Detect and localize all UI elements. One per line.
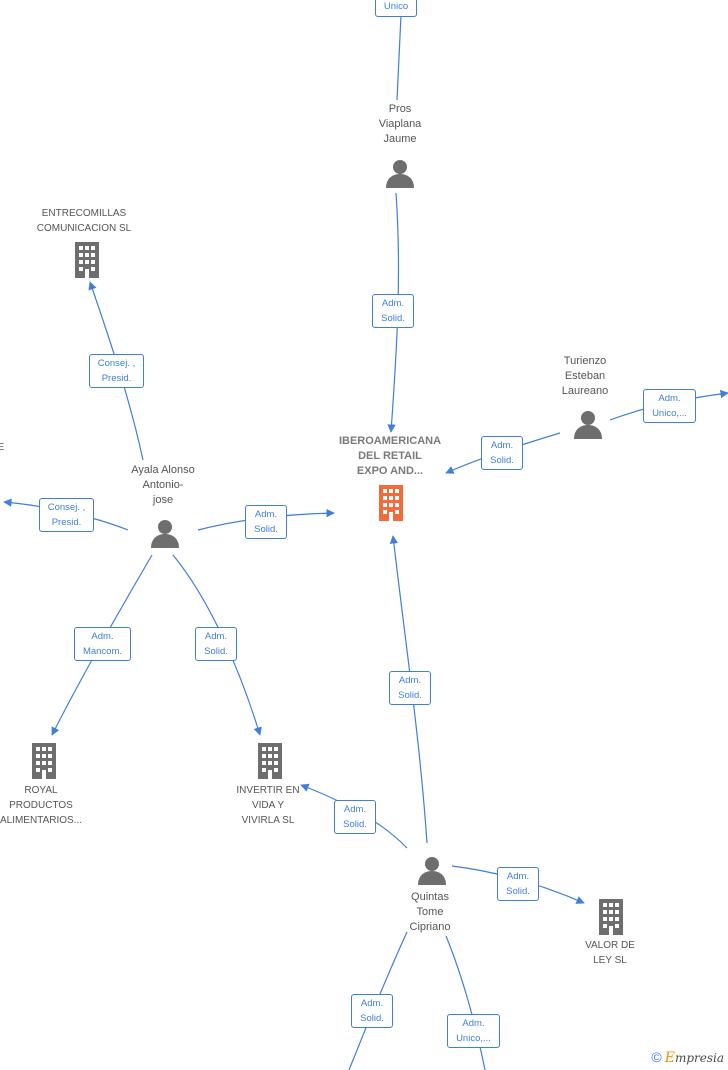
node-label-turienzo[interactable]: Turienzo Esteban Laureano [561, 355, 609, 397]
edge-label-quintas-center[interactable]: Adm. Solid. [389, 671, 431, 705]
edge-label-quintas-valor[interactable]: Adm. Solid. [497, 867, 539, 901]
node-label-royal[interactable]: ROYAL PRODUCTOS ALIMENTARIOS... [0, 785, 83, 826]
node-label-center[interactable]: IBEROAMERICANA DEL RETAIL EXPO AND... [338, 435, 442, 477]
node-label-pros[interactable]: Pros Viaplana Jaume [378, 103, 422, 145]
building-icon-center[interactable] [379, 485, 403, 521]
person-icon-ayala[interactable] [151, 520, 179, 548]
edge-label-ayala-entrecomillas[interactable]: Consej. , Presid. [89, 354, 144, 388]
node-label-entrecomillas[interactable]: ENTRECOMILLAS COMUNICACION SL [36, 208, 132, 234]
edge-label-ayala-royal[interactable]: Adm. Mancom. [74, 627, 131, 661]
person-icon-quintas[interactable] [418, 857, 446, 885]
edge-label-ayala-center[interactable]: Adm. Solid. [245, 505, 287, 539]
building-icon-royal[interactable] [32, 743, 56, 779]
person-icon-turienzo[interactable] [574, 411, 602, 439]
edge-label-top-unico[interactable]: Unico [375, 0, 417, 17]
node-label-invertir[interactable]: INVERTIR EN VIDA Y VIVIRLA SL [236, 785, 300, 826]
edge-line-quintas-bottom2 [445, 935, 486, 1070]
edge-label-quintas-bottom1[interactable]: Adm. Solid. [351, 994, 393, 1028]
edge-label-turienzo-center[interactable]: Adm. Solid. [481, 436, 523, 470]
brand-logo-e: E [664, 1050, 675, 1066]
edge-label-pros-center[interactable]: Adm. Solid. [372, 294, 414, 328]
person-icon-pros[interactable] [386, 160, 414, 188]
brand-watermark: ©Empresia [651, 1049, 724, 1066]
edge-label-quintas-invertir[interactable]: Adm. Solid. [334, 800, 376, 834]
building-icon-entrecomillas[interactable] [75, 242, 99, 278]
brand-name: mpresia [674, 1051, 724, 1065]
node-label-ayala[interactable]: Ayala Alonso Antonio- jose [131, 464, 195, 506]
edge-label-turienzo-right[interactable]: Adm. Unico,... [643, 389, 696, 423]
edge-line-top [396, 14, 402, 101]
node-label-quintas[interactable]: Quintas Tome Cipriano [409, 891, 451, 933]
building-icon-invertir[interactable] [258, 743, 282, 779]
edge-label-ayala-left[interactable]: Consej. , Presid. [39, 498, 94, 532]
building-icon-valor[interactable] [599, 899, 623, 935]
node-label-valor[interactable]: VALOR DE LEY SL [585, 940, 635, 966]
edge-label-quintas-bottom2[interactable]: Adm. Unico,... [447, 1014, 500, 1048]
copyright-icon: © [651, 1049, 662, 1065]
node-label-left-cut: E [0, 442, 5, 453]
edge-label-ayala-invertir[interactable]: Adm. Solid. [195, 627, 237, 661]
